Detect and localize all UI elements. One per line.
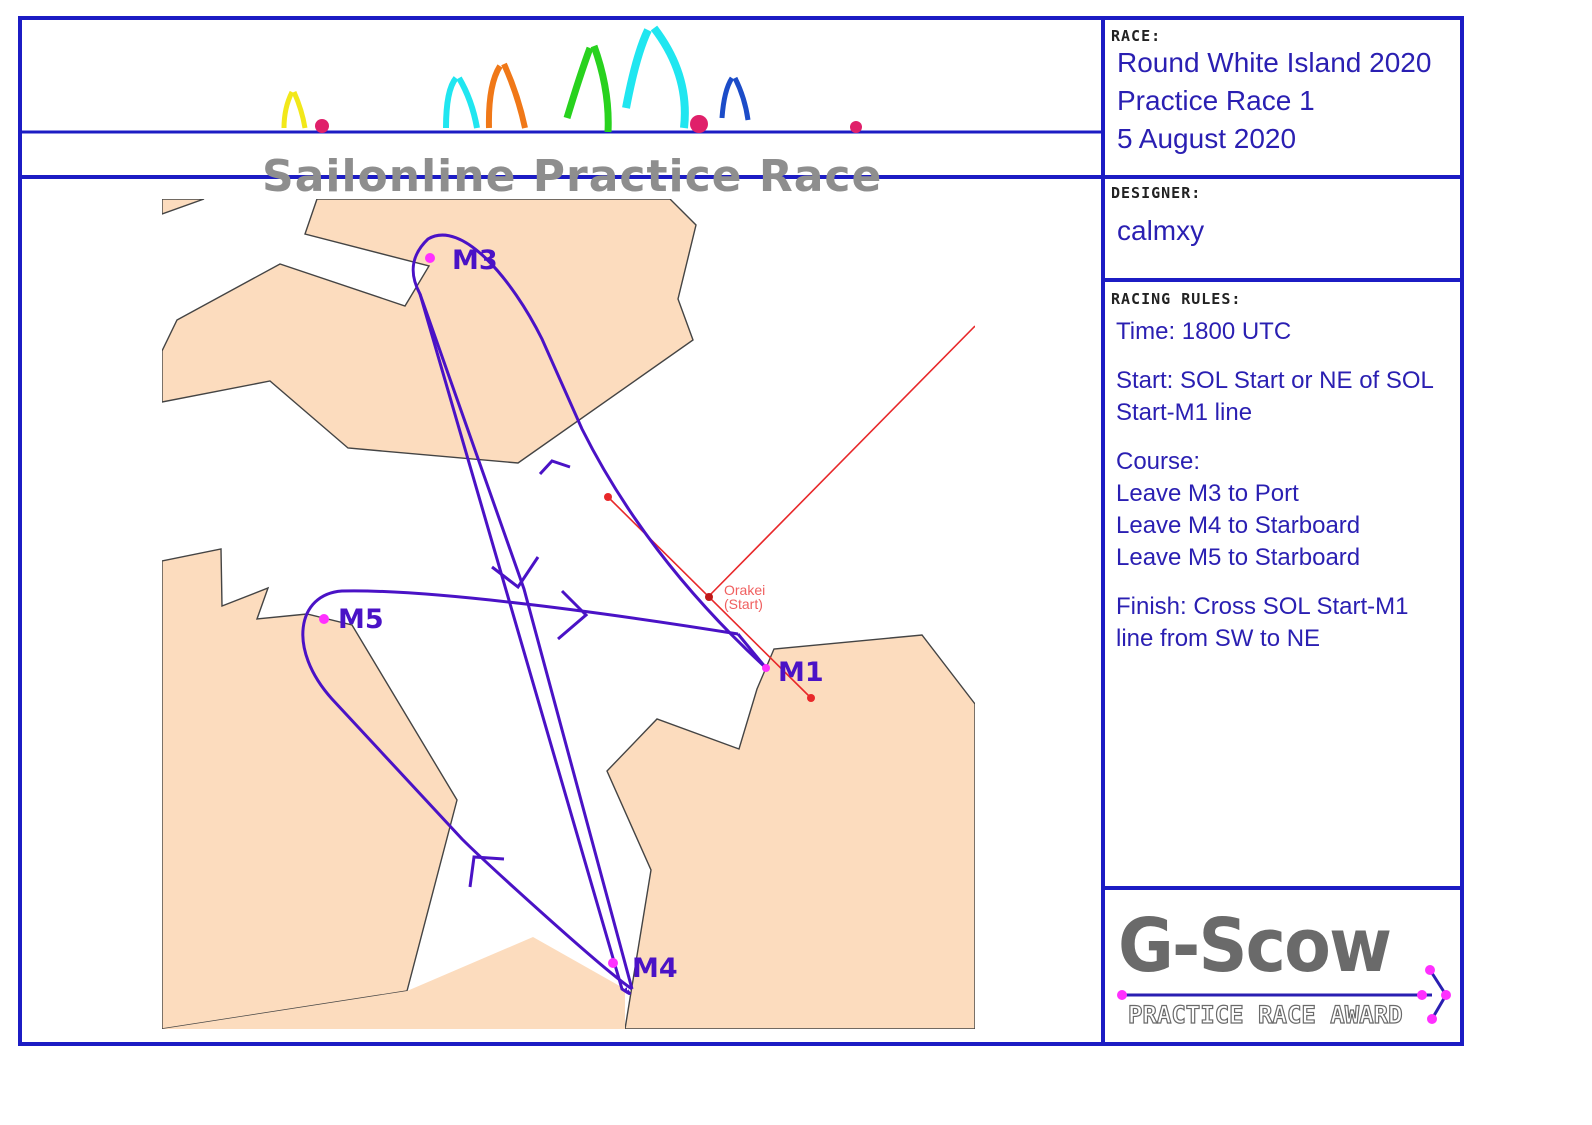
mark-m1-dot bbox=[762, 664, 770, 672]
arrow-east bbox=[557, 589, 589, 641]
rule-finish-line1: Finish: Cross SOL Start-M1 bbox=[1116, 593, 1409, 620]
rule-course-m3: Leave M3 to Port bbox=[1116, 480, 1299, 507]
mark-m1-label: M1 bbox=[778, 657, 824, 688]
race-heading: RACE: bbox=[1111, 27, 1162, 45]
course-path bbox=[411, 233, 768, 995]
mark-m3-label: M3 bbox=[452, 245, 498, 276]
logo-line-graphic bbox=[1117, 965, 1451, 1024]
designer-name: calmxy bbox=[1117, 215, 1205, 246]
rules-heading: RACING RULES: bbox=[1111, 290, 1242, 308]
logo-subtitle: PRACTICE RACE AWARD bbox=[1127, 1000, 1403, 1029]
designer-divider bbox=[1101, 278, 1464, 282]
arrow-south bbox=[491, 556, 540, 590]
rule-course-m4: Leave M4 to Starboard bbox=[1116, 512, 1361, 539]
land-north bbox=[161, 198, 205, 215]
start-label-name: Orakei bbox=[724, 582, 765, 598]
mark-m4-dot bbox=[608, 958, 618, 968]
mark-m5-dot bbox=[319, 614, 329, 624]
race-date: 5 August 2020 bbox=[1117, 123, 1297, 154]
designer-heading: DESIGNER: bbox=[1111, 184, 1202, 202]
land-south bbox=[162, 937, 625, 1029]
rule-course-heading: Course: bbox=[1116, 448, 1201, 475]
banner: Sailonline Practice Race bbox=[22, 20, 1101, 202]
race-subtitle: Practice Race 1 bbox=[1117, 85, 1315, 116]
course-leg-m3-m4 bbox=[418, 293, 634, 990]
rule-course-m5: Leave M5 to Starboard bbox=[1116, 544, 1361, 571]
arrow-northwest bbox=[468, 855, 505, 888]
rule-start-line1: Start: SOL Start or NE of SOL bbox=[1116, 367, 1434, 394]
rule-start-line2: Start-M1 line bbox=[1116, 399, 1253, 426]
poster-frame bbox=[18, 16, 1464, 1046]
rule-finish-line2: line from SW to NE bbox=[1116, 625, 1321, 652]
mark-m5-label: M5 bbox=[338, 604, 384, 635]
race-divider bbox=[1101, 175, 1464, 179]
sails-graphic bbox=[22, 25, 1101, 134]
mark-m3-dot bbox=[425, 253, 435, 263]
logo-title: G-Scow bbox=[1118, 903, 1392, 989]
course-leg-to-m1 bbox=[736, 633, 768, 669]
rules-divider bbox=[1101, 886, 1464, 890]
course-map: Orakei (Start) M1 M3 M4 M5 bbox=[161, 198, 976, 1030]
course-leg-m4-m5 bbox=[301, 589, 739, 991]
column-divider bbox=[1101, 16, 1105, 1046]
race-name: Round White Island 2020 bbox=[1117, 47, 1432, 78]
banner-divider bbox=[18, 175, 1105, 179]
mark-m4-label: M4 bbox=[632, 953, 678, 984]
arrow-north bbox=[538, 459, 571, 476]
banner-title: Sailonline Practice Race bbox=[262, 151, 883, 202]
rule-time: Time: 1800 UTC bbox=[1116, 318, 1292, 345]
start-label-tag: (Start) bbox=[724, 596, 763, 612]
